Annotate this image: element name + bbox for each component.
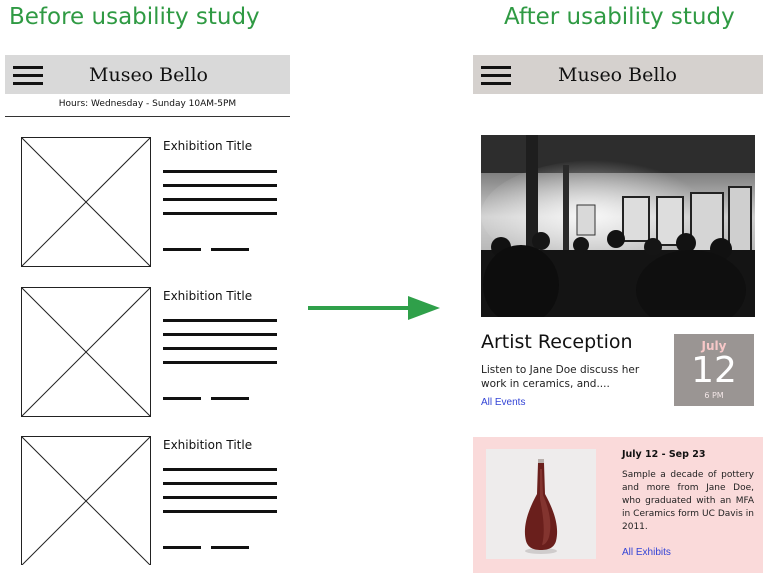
vase-image <box>486 449 596 559</box>
divider <box>5 116 290 117</box>
text-placeholder-line <box>163 170 277 173</box>
site-logo[interactable]: Museo Bello <box>558 64 677 86</box>
meta-placeholder <box>163 397 201 400</box>
text-placeholder-line <box>163 482 277 485</box>
meta-placeholder <box>211 546 249 549</box>
exhibit-dates: July 12 - Sep 23 <box>622 449 706 460</box>
image-placeholder-icon <box>21 436 151 565</box>
exhibition-title: Exhibition Title <box>163 289 253 303</box>
text-placeholder-line <box>163 319 277 322</box>
exhibit-card[interactable]: July 12 - Sep 23 Sample a decade of pott… <box>473 437 763 573</box>
before-heading: Before usability study <box>9 4 260 30</box>
exhibition-card[interactable]: Exhibition Title <box>5 137 290 269</box>
date-time: 6 PM <box>704 391 724 400</box>
header-bar: Museo Bello <box>473 55 763 94</box>
event-description: Listen to Jane Doe discuss her work in c… <box>481 364 640 390</box>
date-badge: July 12 6 PM <box>674 334 754 406</box>
right-arrow-icon <box>308 296 440 320</box>
all-events-link[interactable]: All Events <box>481 397 526 408</box>
text-placeholder-line <box>163 184 277 187</box>
meta-placeholder <box>211 248 249 251</box>
meta-placeholder <box>211 397 249 400</box>
header-bar: Museo Bello <box>5 55 290 94</box>
exhibition-title: Exhibition Title <box>163 139 253 153</box>
hours-text: Hours: Wednesday - Sunday 10AM-5PM <box>58 99 237 109</box>
text-placeholder-line <box>163 510 277 513</box>
date-day: 12 <box>691 350 737 391</box>
exhibition-title: Exhibition Title <box>163 438 253 452</box>
hamburger-menu-icon[interactable] <box>481 66 511 86</box>
exhibition-card[interactable]: Exhibition Title <box>5 436 290 565</box>
meta-placeholder <box>163 248 201 251</box>
image-placeholder-icon <box>21 287 151 417</box>
text-placeholder-line <box>163 496 277 499</box>
image-placeholder-icon <box>21 137 151 267</box>
exhibition-card[interactable]: Exhibition Title <box>5 287 290 419</box>
hamburger-menu-icon[interactable] <box>13 66 43 86</box>
meta-placeholder <box>163 546 201 549</box>
site-logo[interactable]: Museo Bello <box>89 64 208 86</box>
after-mockup: Museo Bello <box>473 55 763 573</box>
before-wireframe: Museo Bello Hours: Wednesday - Sunday 10… <box>5 55 290 565</box>
text-placeholder-line <box>163 212 277 215</box>
exhibit-description: Sample a decade of pottery and more from… <box>622 470 754 532</box>
text-placeholder-line <box>163 468 277 471</box>
text-placeholder-line <box>163 347 277 350</box>
all-exhibits-link[interactable]: All Exhibits <box>622 547 671 558</box>
gallery-photo <box>481 135 755 317</box>
date-month: July <box>701 339 727 353</box>
text-placeholder-line <box>163 361 277 364</box>
text-placeholder-line <box>163 198 277 201</box>
event-title: Artist Reception <box>481 331 633 353</box>
after-heading: After usability study <box>504 4 735 30</box>
text-placeholder-line <box>163 333 277 336</box>
